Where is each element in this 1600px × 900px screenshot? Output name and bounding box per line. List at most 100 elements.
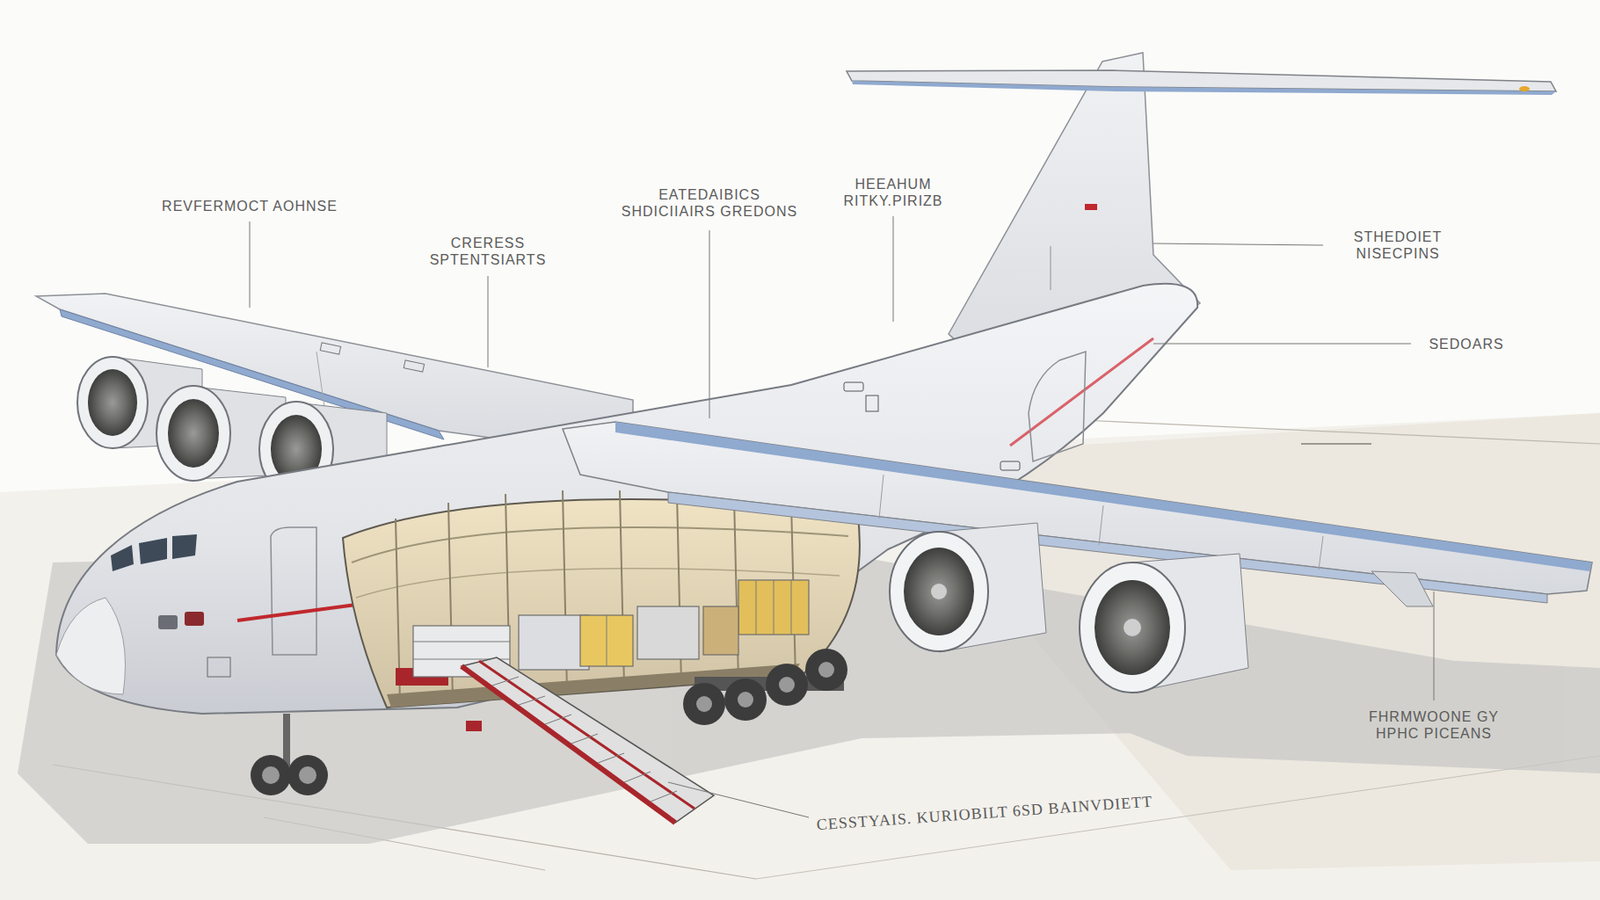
cargo-pallet (738, 580, 809, 635)
near-wing (562, 421, 1593, 607)
loading-ramp (650, 791, 677, 802)
near-wing (1371, 571, 1433, 607)
loading-ramp (461, 657, 714, 823)
near-engine (889, 523, 1249, 693)
ground (756, 756, 1600, 880)
callout-label: HEEAHUM RITKY.PIRIZB (827, 175, 960, 210)
loading-ramp (461, 666, 676, 823)
callout-label: STHEDOIET NISECPINS (1334, 228, 1462, 262)
landing-gear (765, 663, 808, 706)
landing-gear (261, 766, 280, 785)
tail (1050, 246, 1052, 291)
loading-ramp (479, 661, 695, 809)
cargo-pallet (580, 615, 633, 667)
cargo-hold (773, 580, 775, 635)
far-wing (403, 360, 424, 372)
landing-gear (805, 648, 848, 691)
loading-ramp (518, 696, 546, 706)
cargo-hold (342, 499, 860, 708)
leader-line (249, 221, 251, 308)
fuselage (158, 615, 178, 630)
landing-gear (250, 648, 848, 796)
far-wing (320, 342, 341, 355)
landing-gear (778, 676, 795, 693)
landing-gear (818, 661, 835, 678)
fuselage (56, 597, 126, 695)
near-engine (930, 583, 947, 600)
far-engine (87, 369, 138, 437)
leader-line (1153, 343, 1411, 345)
cargo-hold (413, 641, 510, 643)
leader-line (893, 216, 895, 322)
cargo-hold (606, 615, 608, 667)
callout-label: REVFERMOCT AOHNSE (144, 197, 356, 215)
landing-gear (737, 691, 754, 708)
near-engine (889, 531, 989, 652)
near-wing (879, 474, 884, 519)
leader-line (668, 782, 809, 818)
fuselage (184, 611, 204, 626)
tail (1519, 86, 1530, 92)
fuselage (172, 534, 197, 560)
leader-line (1153, 243, 1324, 246)
landing-gear (283, 713, 291, 767)
cargo-hold (342, 490, 860, 708)
landing-gear (683, 683, 726, 726)
fuselage (207, 657, 231, 677)
cargo-hold (413, 580, 792, 667)
loading-ramp (465, 720, 482, 732)
loading-ramp (571, 734, 598, 744)
far-wing (316, 351, 326, 414)
landing-gear (287, 755, 328, 796)
fuselage (138, 538, 168, 565)
tail (851, 80, 1557, 95)
landing-gear (250, 755, 291, 796)
landing-gear (724, 678, 767, 721)
fuselage (1028, 351, 1086, 462)
cargo-pallet (637, 606, 699, 660)
near-wing (1098, 505, 1104, 546)
ground (1081, 420, 1600, 444)
near-wing (1318, 536, 1324, 570)
leader-line (1433, 591, 1435, 701)
fuselage (865, 395, 879, 412)
leader-line (709, 230, 711, 419)
loading-ramp (492, 676, 519, 686)
fuselage (110, 545, 134, 572)
near-engine (903, 547, 975, 636)
loading-ramp (461, 657, 714, 823)
near-engine (1094, 580, 1171, 676)
loading-ramp (492, 676, 677, 802)
far-engine (77, 356, 148, 449)
loading-ramp (545, 714, 572, 725)
near-engine (1079, 562, 1186, 693)
far-engine (167, 399, 219, 468)
cargo-pallet (413, 580, 809, 677)
fuselage (1010, 338, 1154, 446)
cargo-hold (791, 580, 793, 635)
callout-label: FHRMWOONE GY HPHC PICEANS (1359, 708, 1509, 742)
ground (1301, 443, 1372, 445)
near-engine (1123, 618, 1142, 637)
landing-gear (696, 696, 713, 713)
fuselage (270, 527, 317, 655)
leader-line (249, 216, 1434, 818)
tail (1084, 203, 1098, 211)
cargo-pallet (518, 615, 590, 670)
cargo-hold (756, 580, 757, 635)
fuselage (1000, 461, 1020, 471)
landing-gear (298, 766, 317, 785)
loading-ramp (597, 753, 625, 764)
far-engine (156, 385, 231, 481)
callout-label: SEDOARS (1418, 335, 1515, 353)
callout-label: EATEDAIBICS SHDICIIAIRS GREDONS (612, 186, 807, 220)
loading-ramp (624, 771, 651, 783)
fuselage (237, 603, 370, 621)
cargo-pallet (703, 606, 739, 655)
leader-line (487, 276, 489, 368)
fuselage (843, 382, 864, 392)
callout-label: CRERESS SPTENTSIARTS (417, 234, 559, 269)
cargo-hold (351, 527, 849, 563)
